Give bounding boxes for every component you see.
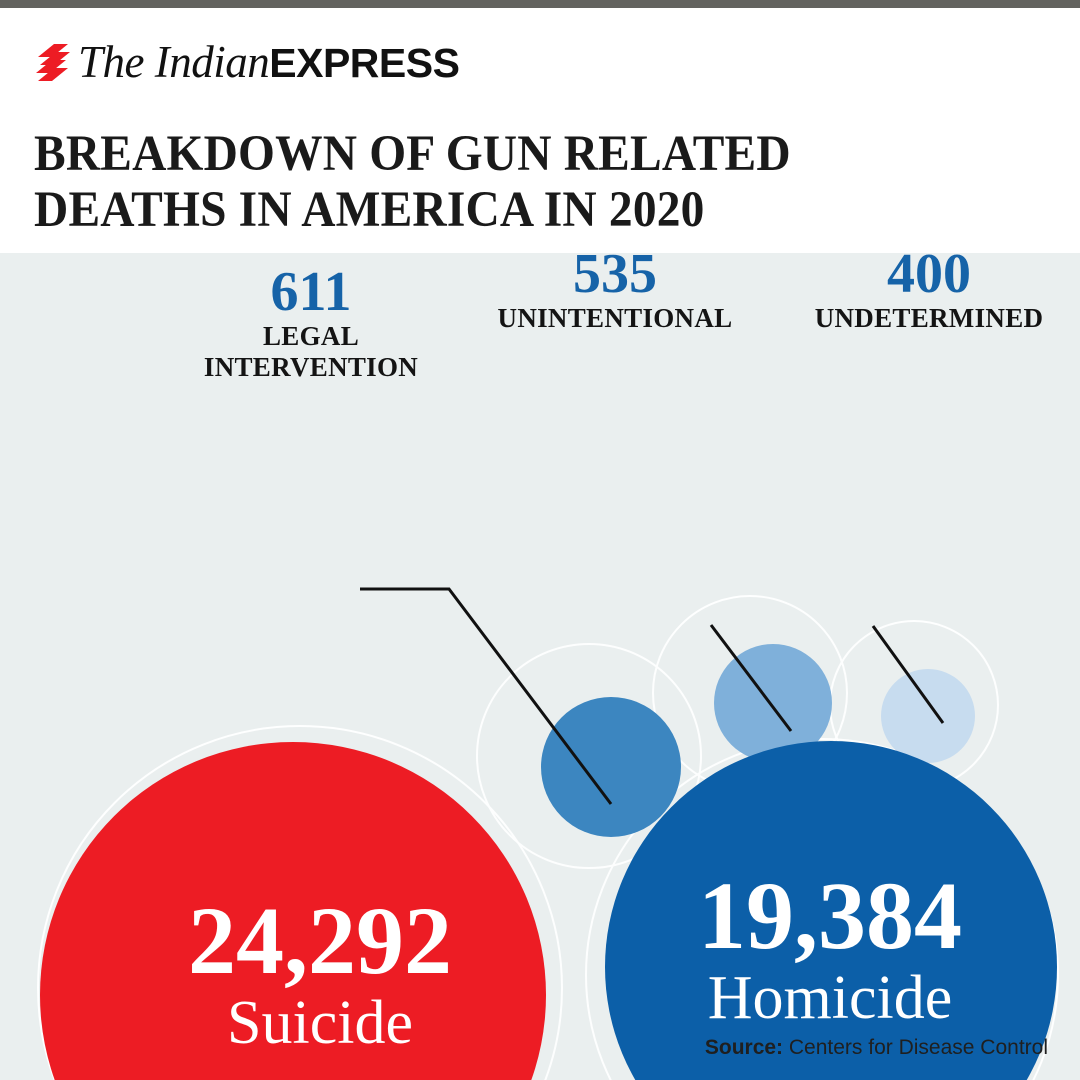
bubble-label-homicide: 19,384 Homicide [610,862,1050,1032]
leader-line-unintentional [709,624,793,732]
bubble-unintentional[interactable] [714,644,832,762]
page-title: BREAKDOWN OF GUN RELATED DEATHS IN AMERI… [34,126,927,238]
leader-lines [360,587,945,805]
bubble-legal-intervention[interactable] [541,697,681,837]
value-bubbles [40,644,1057,1080]
bubble-homicide[interactable] [605,741,1057,1080]
bubble-chart: 611 LEGAL INTERVENTION 535 UNINTENTIONAL… [0,253,1080,1080]
header-band: The IndianEXPRESS BREAKDOWN OF GUN RELAT… [0,8,1080,253]
ring-suicide [37,725,563,1080]
masthead-express: EXPRESS [269,40,460,86]
source-label: Source: [704,1036,784,1059]
masthead-wordmark: The IndianEXPRESS [78,37,460,87]
bubble-label-suicide: 24,292 Suicide [80,887,560,1057]
ring-legal-intervention [476,643,702,869]
leader-line-undetermined [871,625,945,724]
top-rule [0,0,1080,8]
callout-undetermined-label: UNDETERMINED [814,303,1044,333]
callout-unintentional-value: 535 [573,253,657,305]
bubble-label-suicide-value: 24,292 [188,887,452,994]
source-note: Source: Centers for Disease Control [705,1036,1048,1060]
callout-legal-intervention-value: 611 [270,261,352,323]
indian-express-logo-mark-icon [36,44,70,81]
callout-unintentional-label: UNINTENTIONAL [497,303,733,333]
callout-legal-intervention: 611 LEGAL INTERVENTION [196,263,426,383]
bubble-undetermined[interactable] [881,669,975,763]
bubble-chart-canvas [37,587,1059,1080]
masthead-the-indian: The Indian [78,37,270,87]
bubble-suicide[interactable] [40,742,546,1080]
bubble-label-suicide-cause: Suicide [227,989,413,1057]
callout-undetermined-value: 400 [887,253,971,305]
ring-homicide [585,738,1059,1080]
leader-line-legal-intervention [360,587,613,805]
source-value: Centers for Disease Control [783,1036,1048,1059]
callout-unintentional: 535 UNINTENTIONAL [470,253,760,334]
bubble-label-homicide-value: 19,384 [698,862,962,969]
masthead[interactable]: The IndianEXPRESS [32,36,460,90]
bubble-label-homicide-cause: Homicide [707,964,953,1032]
page-title-line-1: BREAKDOWN OF GUN RELATED [34,126,791,182]
callout-undetermined: 400 UNDETERMINED [790,253,1068,334]
page-title-line-2: DEATHS IN AMERICA IN 2020 [34,182,705,238]
callout-legal-intervention-label: LEGAL INTERVENTION [203,321,419,382]
